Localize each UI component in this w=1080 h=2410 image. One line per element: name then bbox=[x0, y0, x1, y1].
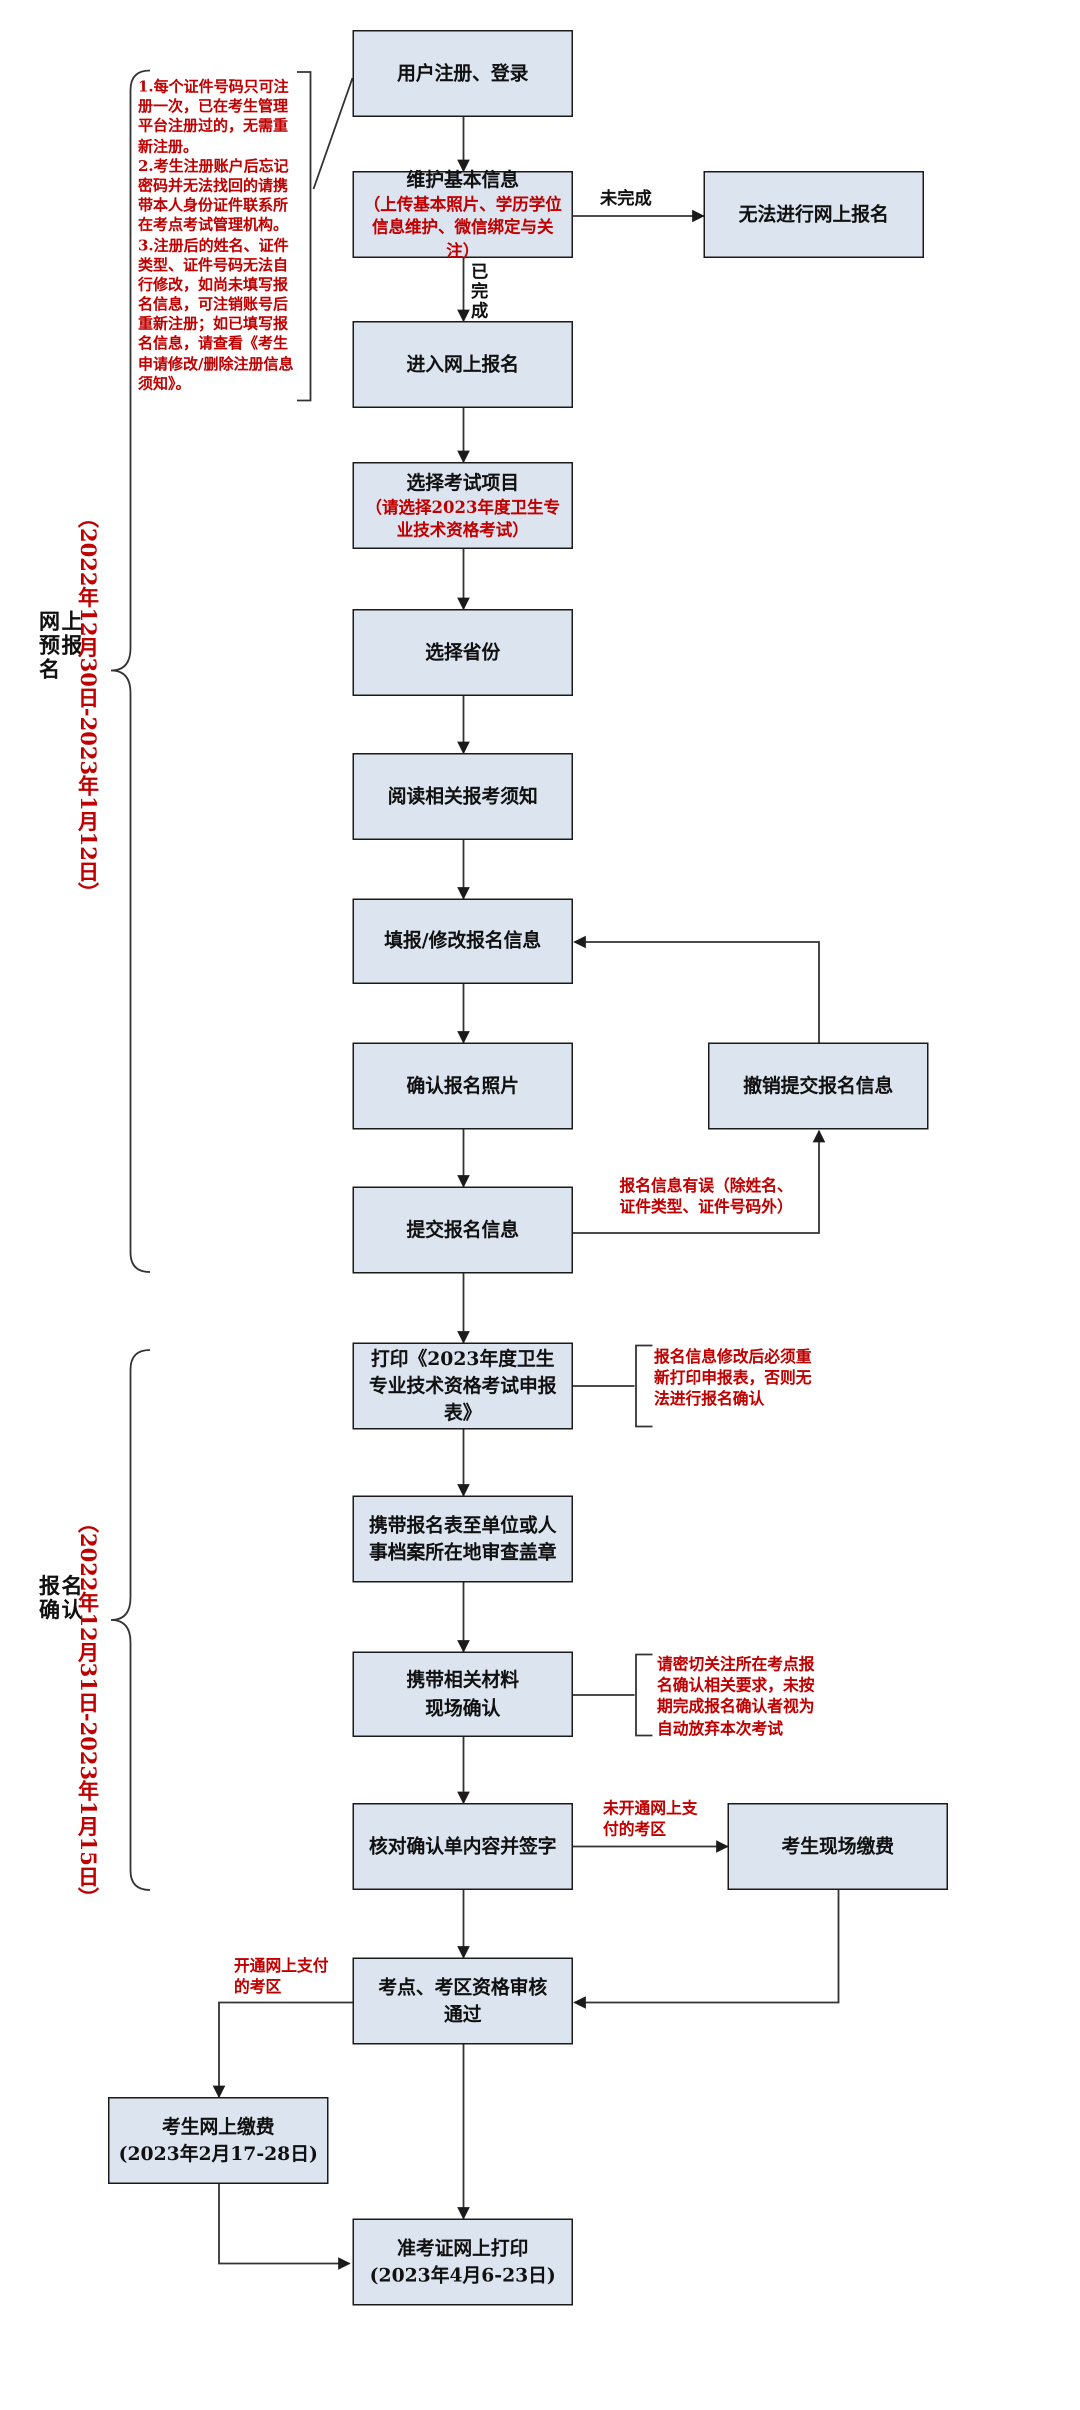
box-submit-info: 提交报名信息 bbox=[352, 1186, 573, 1274]
note-bracket-3 bbox=[635, 1653, 653, 1737]
box-title: 用户注册、登录 bbox=[397, 61, 529, 84]
box-select-province: 选择省份 bbox=[352, 609, 573, 696]
box-title: 填报/修改报名信息 bbox=[384, 929, 542, 952]
box-revoke-submit: 撤销提交报名信息 bbox=[708, 1042, 929, 1130]
box-register: 用户注册、登录 bbox=[352, 30, 573, 117]
box-onsite-pay: 考生现场缴费 bbox=[727, 1803, 948, 1890]
box-title: 考生网上缴费 bbox=[161, 2114, 275, 2138]
note-3: 3.注册后的姓名、证件类型、证件号码无法自行修改，如尚未填写报名信息，可注销账号… bbox=[138, 237, 294, 393]
box-title: 准考证网上打印 bbox=[397, 2236, 529, 2259]
box-title: 选择考试项目 bbox=[406, 470, 519, 493]
note-bracket-2 bbox=[635, 1344, 653, 1428]
phase-confirm-dates: （2022年12月31日-2023年1月15日） bbox=[75, 1512, 99, 1908]
box-online-pay: 考生网上缴费 (2023年2月17-28日) bbox=[108, 2097, 329, 2184]
brace-pre bbox=[110, 69, 151, 1273]
box-title: 打印《2023年度卫生专业技术资格考试申报表》 bbox=[368, 1346, 557, 1424]
phase-pre-dates: （2022年12月30日-2023年1月12日） bbox=[75, 507, 99, 903]
box-title: 核对确认单内容并签字 bbox=[368, 1834, 557, 1857]
box-title: 提交报名信息 bbox=[406, 1217, 519, 1241]
label-confirm-note: 请密切关注所在考点报名确认相关要求，未按期完成报名确认者视为自动放弃本次考试 bbox=[657, 1656, 815, 1738]
box-title: 进入网上报名 bbox=[406, 352, 519, 375]
box-check-sign: 核对确认单内容并签字 bbox=[352, 1803, 573, 1890]
phase-confirm-name: 报名确认 bbox=[39, 1575, 84, 1624]
arrow-submit-revoke bbox=[573, 1129, 826, 1234]
box-title: 考生现场缴费 bbox=[781, 1834, 894, 1857]
box-admit-print: 准考证网上打印 (2023年4月6-23日) bbox=[352, 2218, 573, 2306]
box-title: 无法进行网上报名 bbox=[738, 202, 889, 225]
box-title: 考点、考区资格审核通过 bbox=[378, 1975, 548, 2025]
note-1: 1.每个证件号码只可注册一次，已在考生管理平台注册过的，无需重新注册。 bbox=[138, 79, 289, 156]
label-not-done: 未完成 bbox=[600, 187, 652, 209]
arrow-onlinepay-admit bbox=[218, 2184, 351, 2270]
box-fill-info: 填报/修改报名信息 bbox=[352, 898, 573, 984]
note-2: 2.考生注册账户后忘记密码并无法找回的请携带本人身份证件联系所在考点考试管理机构… bbox=[138, 158, 289, 235]
box-title: 维护基本信息 bbox=[406, 167, 519, 191]
label-no-online-pay: 未开通网上支付的考区 bbox=[603, 1800, 698, 1840]
box-print-form: 打印《2023年度卫生专业技术资格考试申报表》 bbox=[352, 1342, 573, 1430]
arrow-review-onlinepay bbox=[212, 2001, 353, 2099]
box-title: 撤销提交报名信息 bbox=[743, 1073, 894, 1097]
phase-pre-name: 网上预报名 bbox=[39, 610, 84, 683]
label-has-online-pay: 开通网上支付的考区 bbox=[234, 1957, 329, 1997]
box-date: (2023年2月17-28日) bbox=[118, 2142, 318, 2165]
box-title: 携带相关材料现场确认 bbox=[406, 1668, 519, 1719]
label-info-error: 报名信息有误（除姓名、证件类型、证件号码外） bbox=[619, 1177, 793, 1217]
box-select-exam: 选择考试项目 （请选择2023年度卫生专业技术资格考试） bbox=[352, 462, 573, 549]
registration-notes: 1.每个证件号码只可注册一次，已在考生管理平台注册过的，无需重新注册。 2.考生… bbox=[138, 78, 300, 395]
label-reprint-note: 报名信息修改后必须重新打印申报表，否则无法进行报名确认 bbox=[654, 1348, 812, 1410]
arrow-onsitepay-review bbox=[573, 1890, 840, 2009]
brace-confirm bbox=[110, 1349, 151, 1891]
box-subtitle: （上传基本照片、学历学位信息维护、微信绑定与关注） bbox=[363, 194, 562, 261]
box-enter-online: 进入网上报名 bbox=[352, 321, 573, 408]
box-onsite-confirm: 携带相关材料现场确认 bbox=[352, 1651, 573, 1737]
box-subtitle: （请选择2023年度卫生专业技术资格考试） bbox=[365, 497, 560, 541]
box-date: (2023年4月6-23日) bbox=[369, 2263, 556, 2287]
note-bracket-1 bbox=[297, 71, 312, 402]
arrow-revoke-fill bbox=[573, 935, 820, 1043]
box-maintain-info: 维护基本信息 （上传基本照片、学历学位信息维护、微信绑定与关注） bbox=[352, 168, 573, 261]
box-stamp: 携带报名表至单位或人事档案所在地审查盖章 bbox=[352, 1495, 573, 1583]
note-connector-register bbox=[312, 77, 354, 190]
box-title: 阅读相关报考须知 bbox=[387, 784, 538, 807]
box-title: 确认报名照片 bbox=[406, 1073, 519, 1097]
label-done: 已完成 bbox=[471, 261, 489, 322]
box-title: 携带报名表至单位或人事档案所在地审查盖章 bbox=[368, 1513, 557, 1563]
box-cannot-online: 无法进行网上报名 bbox=[703, 171, 924, 258]
box-review-pass: 考点、考区资格审核通过 bbox=[352, 1957, 573, 2045]
box-read-notice: 阅读相关报考须知 bbox=[352, 753, 573, 840]
box-confirm-photo: 确认报名照片 bbox=[352, 1042, 573, 1130]
box-title: 选择省份 bbox=[425, 640, 501, 663]
